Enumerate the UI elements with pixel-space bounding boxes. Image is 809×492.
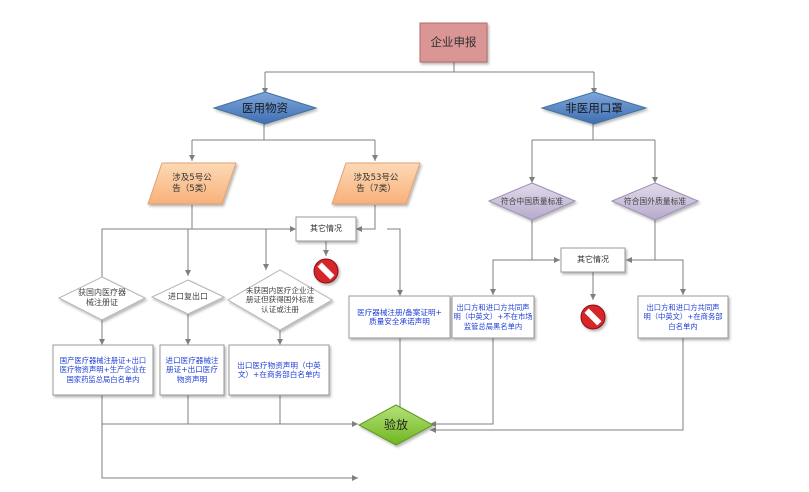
requirement-foreign-text: 出口医疗物资声明（中英 文）+在商务部白名单内 <box>237 360 321 379</box>
branch-medical-label: 医用物资 <box>242 100 288 115</box>
branch-medical-node <box>212 91 318 125</box>
announcement-53-node <box>331 162 421 205</box>
other-case-box-2 <box>560 247 626 273</box>
title-node <box>419 22 488 63</box>
requirement-import-text: 进口医疗器械注 册证+出口医疗 物资声明 <box>165 355 219 384</box>
requirement-china-standard-text: 出口方和进口方共同声 明（中英文）+不在市场 监管总局黑名单内 <box>453 303 533 331</box>
title-label: 企业申报 <box>430 35 477 50</box>
diamond-foreign-standard <box>610 182 700 221</box>
condition-foreign-certified: 未获国内医疗企业注 册证但获得国外标准 认证或注册 <box>245 285 315 314</box>
connector-lines <box>99 62 686 481</box>
diamond-import-reexport <box>150 279 226 315</box>
prohibited-icon-2 <box>580 304 606 330</box>
diamond-domestic-registered <box>57 276 147 321</box>
requirement-box-53 <box>348 295 451 339</box>
announcement-5-node <box>147 162 237 205</box>
announcement-53-label: 涉及53号公 告（7类） <box>353 173 399 194</box>
condition-china-standard: 符合中国质量标准 <box>500 196 564 206</box>
requirement-domestic-text: 国产医疗器械注册证+出口 医疗物资声明+生产企业在 国家药监总局白名单内 <box>59 356 147 384</box>
announcement-5-label: 涉及5号公 告（5类） <box>172 173 212 194</box>
branch-non-medical-node <box>540 91 648 125</box>
condition-foreign-standard: 符合国外质量标准 <box>623 196 687 206</box>
requirement-foreign-standard-text: 出口方和进口方共同声 明（中英文）+在商务部 白名单内 <box>643 303 723 331</box>
prohibited-icon-1 <box>313 258 339 284</box>
requirement-box-domestic <box>52 344 154 396</box>
diamond-foreign-certified <box>226 269 334 331</box>
diamond-china-standard <box>487 182 577 221</box>
condition-domestic-registered: 获国内医疗器 械注册证 <box>78 288 126 307</box>
requirement-box-import <box>159 344 225 396</box>
other-case-label-1: 其它情况 <box>310 224 342 233</box>
final-release-label: 验放 <box>383 417 408 432</box>
condition-import-reexport: 进口复出口 <box>168 292 208 301</box>
branch-non-medical-label: 非医用口罩 <box>565 100 623 115</box>
requirement-box-china-standard <box>451 295 535 339</box>
other-case-box-1 <box>295 216 357 242</box>
other-case-label-2: 其它情况 <box>577 255 609 264</box>
requirement-box-foreign <box>228 344 330 396</box>
requirement-box-foreign-standard <box>637 295 729 339</box>
requirement-53-text: 医疗器械注册/备案证明+ 质量安全承诺声明 <box>357 307 442 326</box>
final-release-node <box>357 404 435 446</box>
